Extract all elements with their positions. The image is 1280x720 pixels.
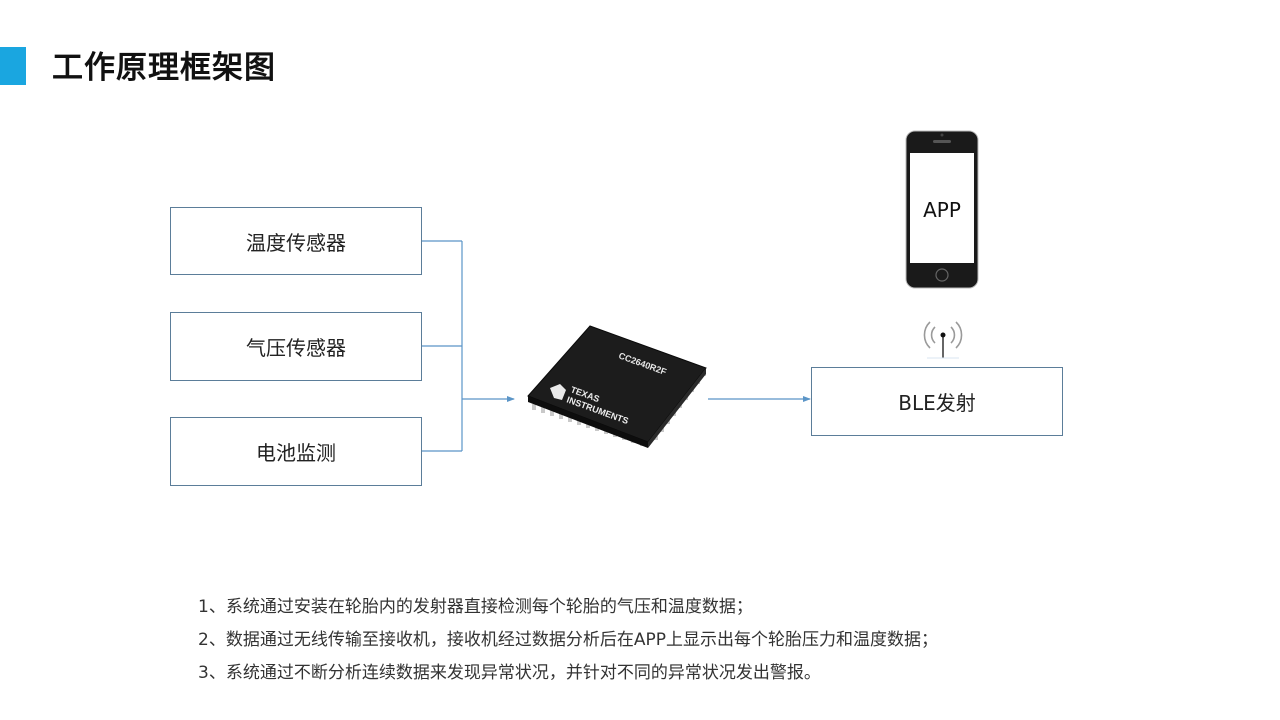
note-1: 1、系统通过安装在轮胎内的发射器直接检测每个轮胎的气压和温度数据； (198, 597, 753, 617)
chip: CC2640R2F TEXAS INSTRUMENTS (520, 318, 715, 460)
chip-icon: CC2640R2F TEXAS INSTRUMENTS (527, 325, 707, 448)
note-3: 3、系统通过不断分析连续数据来发现异常状况，并针对不同的异常状况发出警报。 (198, 663, 821, 683)
app-label: APP (923, 198, 961, 222)
title-accent-bar (0, 47, 26, 85)
ble-transmit-label: BLE发射 (898, 391, 976, 415)
battery-monitor-label: 电池监测 (256, 441, 336, 465)
battery-monitor-box: 电池监测 (170, 417, 422, 486)
ble-transmit-box: BLE发射 (811, 367, 1063, 436)
note-2: 2、数据通过无线传输至接收机，接收机经过数据分析后在APP上显示出每个轮胎压力和… (198, 630, 938, 650)
pressure-sensor-box: 气压传感器 (170, 312, 422, 381)
antenna-icon (923, 321, 963, 359)
notes-list: 1、系统通过安装在轮胎内的发射器直接检测每个轮胎的气压和温度数据； 2、数据通过… (198, 594, 938, 693)
page-title: 工作原理框架图 (52, 50, 276, 86)
pressure-sensor-label: 气压传感器 (246, 336, 346, 360)
temperature-sensor-box: 温度传感器 (170, 207, 422, 275)
temperature-sensor-label: 温度传感器 (246, 230, 346, 255)
smartphone-icon (905, 130, 979, 289)
